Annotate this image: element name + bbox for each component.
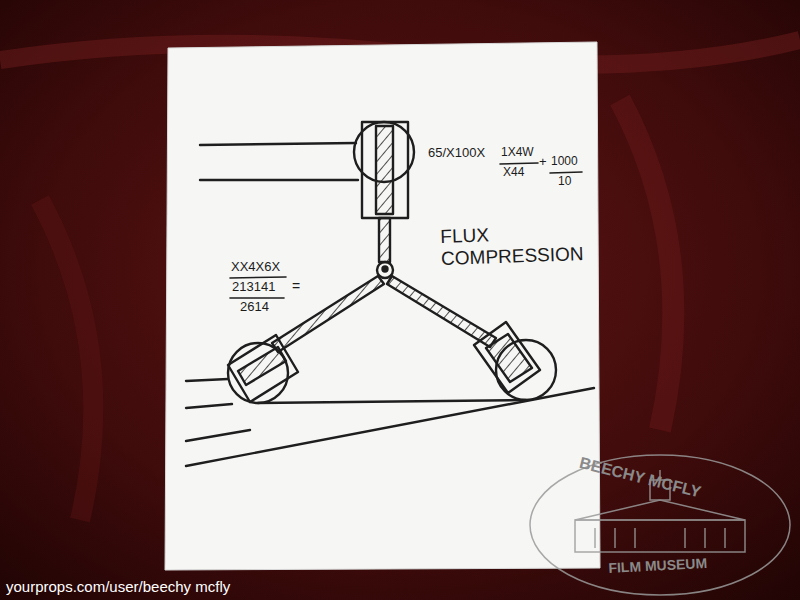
formula-term: + [539,155,547,170]
watermark-text: BEECHY MCFLY [578,454,703,502]
watermark-url: yourprops.com/user/beechy mcfly [6,578,230,595]
formula-term: 65/X100X [428,146,485,161]
sketch-heading: FLUX COMPRESSION [440,221,581,270]
formula-term: XX4X6X [231,260,280,275]
formula-term: 10 [558,175,571,189]
watermark-text: FILM MUSEUM [608,555,707,576]
formula-term: X44 [503,166,524,180]
formula-term: 2614 [240,300,269,315]
formula-term: 1X4W [501,146,534,160]
formula-term: = [292,278,300,294]
formula-term: 1000 [551,155,578,169]
formula-term: 213141 [232,280,275,295]
